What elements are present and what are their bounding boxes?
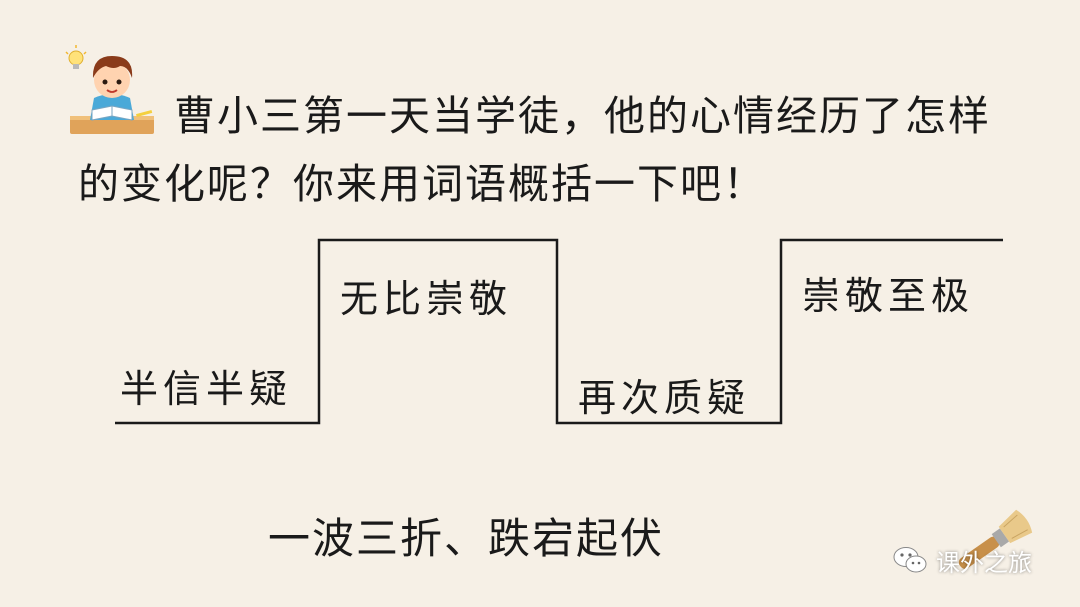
step-label-4: 崇敬至极 xyxy=(802,274,975,318)
step-label-1: 半信半疑 xyxy=(120,367,293,411)
step-label-3: 再次质疑 xyxy=(578,376,751,420)
question-text: 曹小三第一天当学徒，他的心情经历了怎样的变化呢？你来用词语概括一下吧！ xyxy=(78,92,991,208)
wechat-icon xyxy=(893,547,927,573)
paint-brush-icon xyxy=(958,509,1033,569)
boy-reading-icon xyxy=(65,45,154,134)
watermark-text: 课外之旅 xyxy=(936,548,1032,577)
summary-text: 一波三折、跌宕起伏 xyxy=(268,514,665,563)
watermark: 课外之旅 xyxy=(892,540,1032,580)
step-label-2: 无比崇敬 xyxy=(340,277,513,321)
